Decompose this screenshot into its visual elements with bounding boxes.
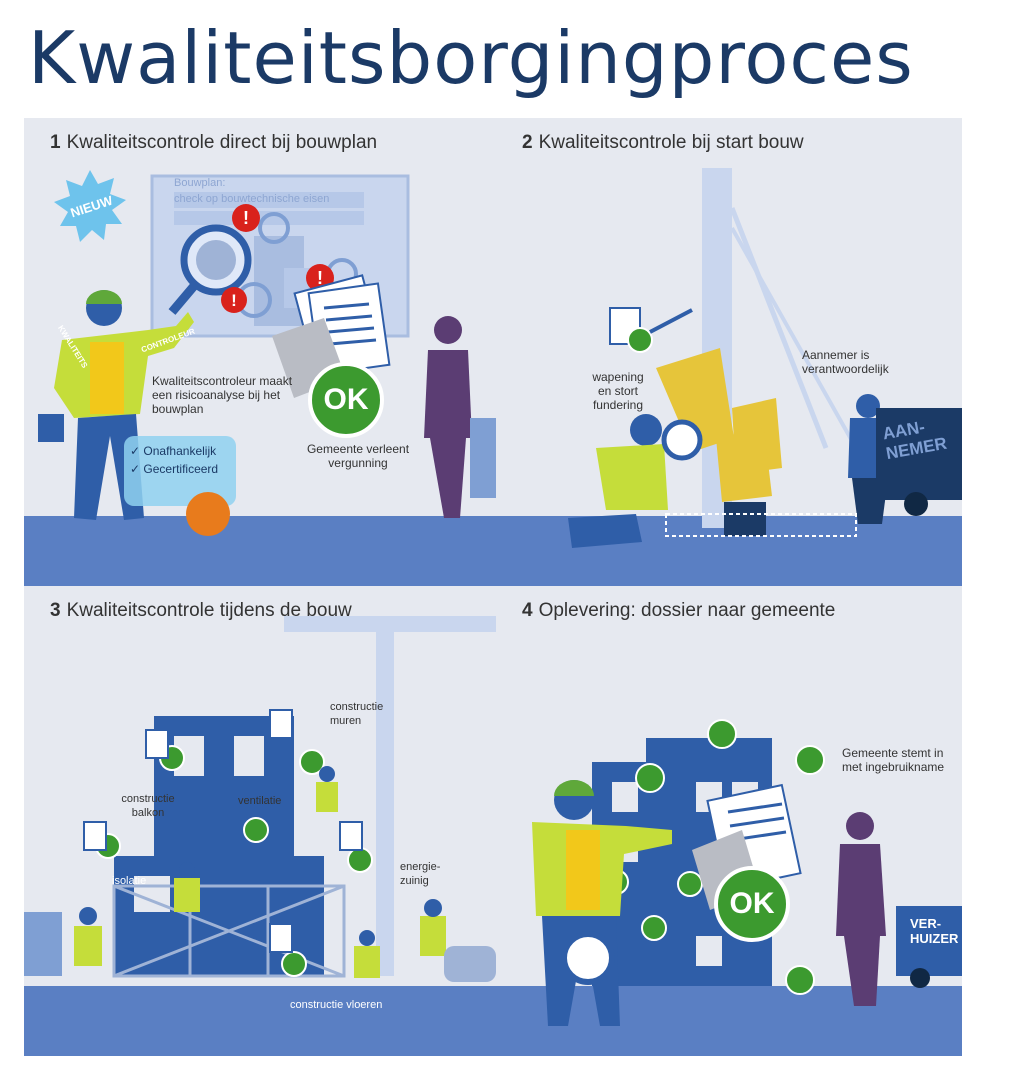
panel-3-number: 3: [50, 600, 61, 621]
foundation-caption: wapening en stort fundering: [592, 370, 644, 412]
ventilation-caption: ventilatie: [238, 795, 282, 807]
ok-badge: OK: [729, 887, 775, 920]
insulation-caption: isolatie: [112, 875, 147, 887]
panel-2-number: 2: [522, 132, 533, 153]
panel-1-illustration: ! ! !: [38, 170, 496, 536]
panel-2-title-text: Kwaliteitscontrole bij start bouw: [538, 132, 804, 153]
svg-text:!: !: [243, 208, 249, 228]
panel-3-illustration: [24, 616, 496, 982]
panel-4-number: 4: [522, 600, 533, 621]
panel-4-illustration: [532, 719, 962, 1026]
svg-text:!: !: [317, 268, 323, 288]
check-certified-text: Gecertificeerd: [143, 462, 219, 476]
panel-4-title-text: Oplevering: dossier naar gemeente: [538, 600, 836, 621]
plan-line-2: check op bouwtechnische eisen: [174, 193, 330, 205]
panel-1-title-text: Kwaliteitscontrole direct bij bouwplan: [66, 132, 378, 153]
contractor-caption: Aannemer is verantwoordelijk: [802, 348, 889, 376]
panel-1-number: 1: [50, 132, 61, 153]
check-independent: ✓ Onafhankelijk: [130, 444, 216, 458]
check-independent-text: Onafhankelijk: [143, 444, 217, 458]
energy-caption: energie-zuinig: [400, 861, 441, 887]
ground: [24, 986, 496, 1056]
ground: [24, 516, 496, 586]
floors-caption: constructie vloeren: [290, 999, 383, 1011]
permit-caption: Gemeente verleent vergunning: [306, 442, 410, 470]
ground: [496, 986, 962, 1056]
controller-caption: Kwaliteitscontroleur maakt een risicoana…: [152, 374, 293, 416]
balcony-caption: constructie balkon: [121, 793, 175, 819]
panel-2-illustration: [568, 168, 962, 548]
svg-text:!: !: [231, 291, 237, 310]
walls-caption: constructie muren: [330, 701, 384, 727]
check-icon: ✓: [130, 444, 141, 458]
check-icon: ✓: [130, 462, 141, 476]
plan-line-1: Bouwplan:: [174, 177, 226, 189]
check-certified: ✓ Gecertificeerd: [130, 462, 218, 476]
mover-van-text: VER-HUIZER: [910, 916, 959, 946]
municipality-caption: Gemeente stemt in met ingebruikname: [842, 746, 945, 774]
ok-badge: OK: [323, 383, 369, 416]
page-title: Kwaliteitsborgingproces: [28, 16, 914, 100]
panel-3-title-text: Kwaliteitscontrole tijdens de bouw: [66, 600, 352, 621]
